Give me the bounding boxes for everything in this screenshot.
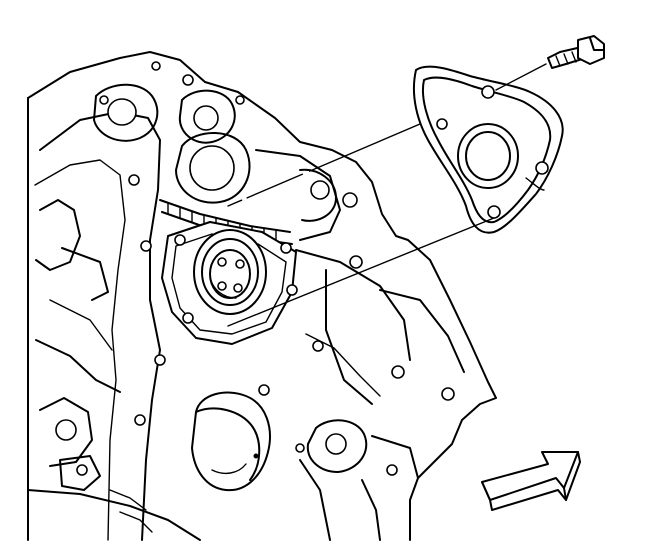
orientation-arrow bbox=[481, 451, 581, 511]
bolt bbox=[547, 35, 605, 69]
gasket-cover bbox=[412, 65, 564, 234]
cap-plug bbox=[191, 391, 271, 492]
assembly-leader-lines bbox=[227, 63, 547, 327]
engine-block bbox=[27, 51, 497, 541]
seal-bore bbox=[193, 229, 267, 315]
